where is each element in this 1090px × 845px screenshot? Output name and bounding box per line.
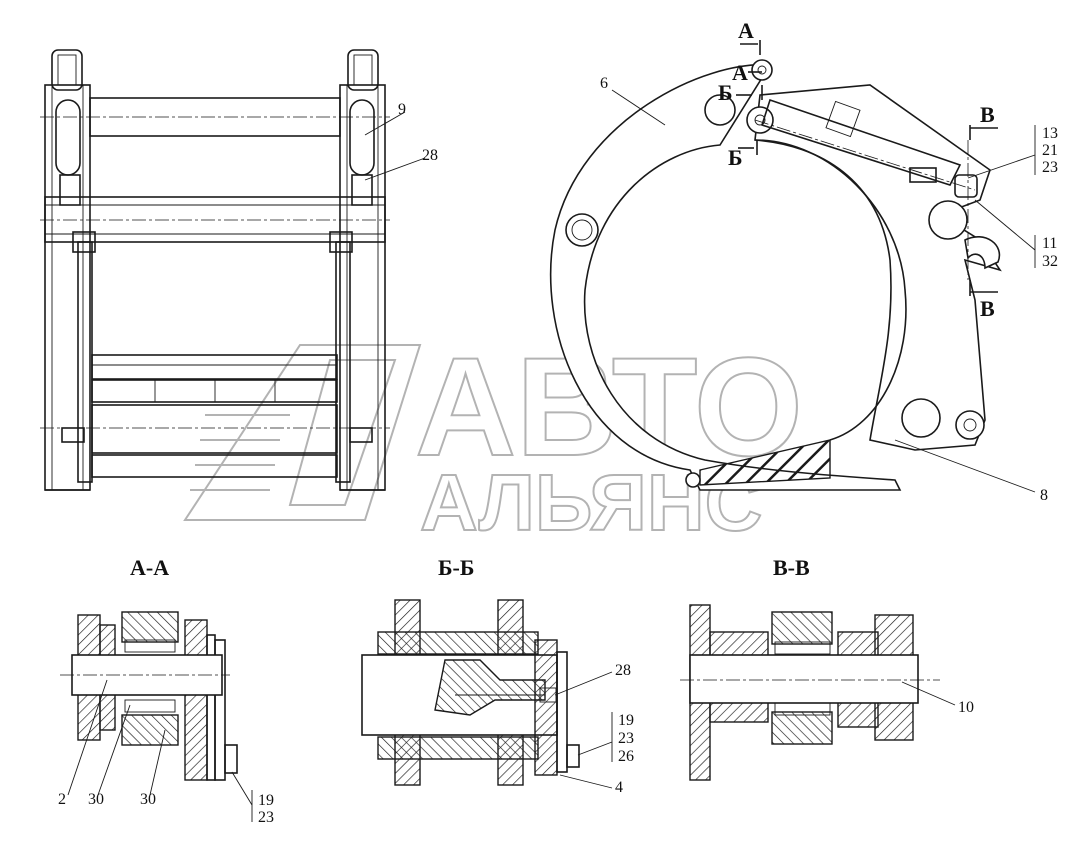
callout-23-bb: 23 — [618, 730, 634, 747]
callout-4: 4 — [615, 779, 623, 796]
watermark-logo — [183, 344, 422, 521]
section-bb — [361, 599, 580, 786]
callout-19-aa: 19 — [258, 792, 274, 809]
callout-13: 13 — [1042, 125, 1058, 142]
mark-v-bottom: В — [980, 296, 995, 321]
mark-b-left: Б — [718, 80, 733, 105]
callout-28-bb: 28 — [615, 662, 631, 679]
callout-2: 2 — [58, 791, 66, 808]
callout-23-aa: 23 — [258, 809, 274, 826]
callout-8: 8 — [1040, 487, 1048, 504]
callout-21: 21 — [1042, 142, 1058, 159]
callout-6: 6 — [600, 75, 608, 92]
section-aa-callouts: 2 30 30 19 23 — [58, 679, 274, 826]
callout-19-bb: 19 — [618, 712, 634, 729]
mark-a-mid: А — [732, 60, 748, 85]
callout-10: 10 — [958, 699, 974, 716]
callout-32: 32 — [1042, 253, 1058, 270]
section-vv — [680, 604, 940, 781]
callout-28-top: 28 — [422, 147, 438, 164]
section-marks: А А Б Б В В — [718, 18, 998, 321]
section-title-bb: Б-Б — [438, 555, 474, 580]
section-title-vv: В-В — [773, 555, 810, 580]
callout-23: 23 — [1042, 159, 1058, 176]
watermark: АВТО АЛЬЯНС — [183, 327, 804, 548]
callout-11: 11 — [1042, 235, 1057, 252]
mark-v-top: В — [980, 102, 995, 127]
section-title-aa: А-А — [130, 555, 169, 580]
front-view-callouts: 9 28 — [364, 101, 438, 181]
callout-9: 9 — [398, 101, 406, 118]
mark-b-left-low: Б — [728, 145, 743, 170]
callout-30b: 30 — [140, 791, 156, 808]
mark-a-top: А — [738, 18, 754, 43]
callout-26-bb: 26 — [618, 748, 634, 765]
section-vv-callouts: 10 — [901, 681, 974, 716]
side-view — [549, 59, 1002, 491]
callout-30a: 30 — [88, 791, 104, 808]
front-view — [40, 49, 390, 491]
side-view-callouts: 6 8 13 21 23 11 32 — [600, 75, 1058, 504]
section-bb-callouts: 28 19 23 26 4 — [554, 662, 634, 796]
section-aa — [60, 611, 238, 781]
